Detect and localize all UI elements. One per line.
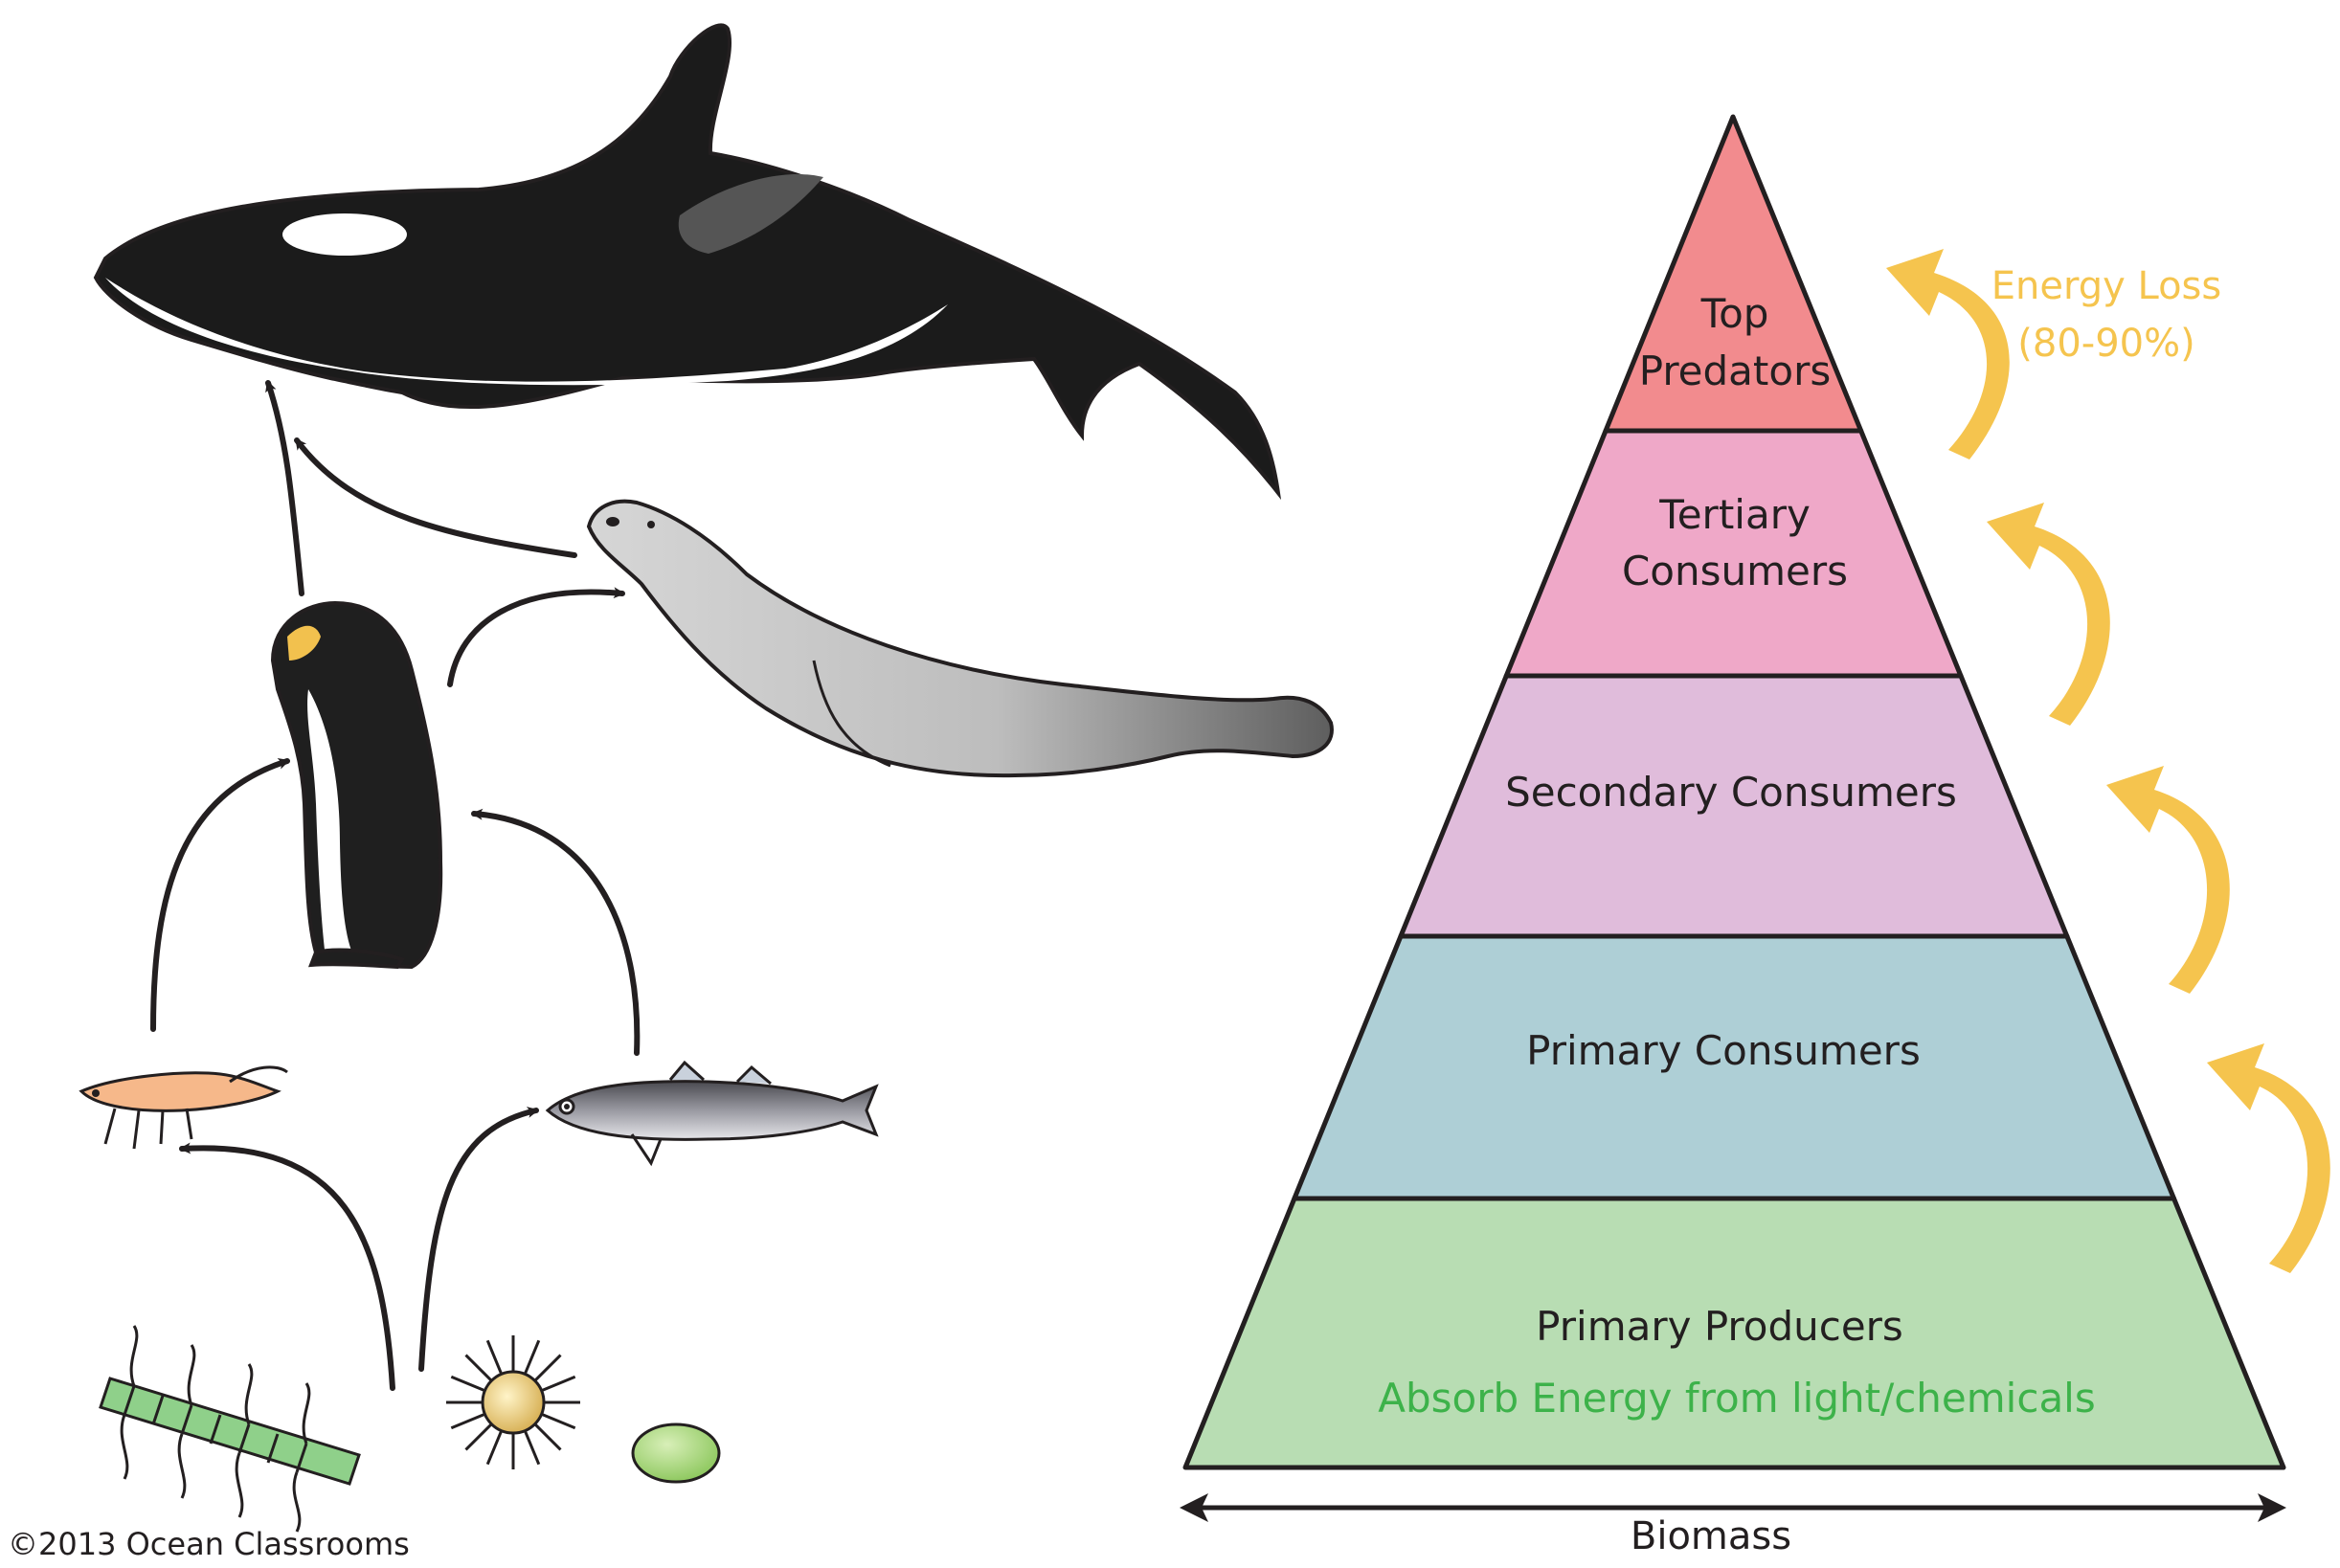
energy-loss-arrows [1886,249,2330,1273]
penguin-icon [270,600,443,970]
pyramid-level-primary-producers [1182,1196,2286,1470]
energy-loss-percent: (80-90%) [2017,322,2194,366]
pyramid-label-tertiary-consumers-line-2: Consumers [1622,548,1848,594]
algae-cell-icon [631,1422,721,1484]
copyright-text: ©2013 Ocean Classrooms [8,1526,410,1562]
diatom-chain-icon [99,1325,361,1533]
energy-loss-arrow-4 [2207,1043,2330,1273]
pyramid-label-top-predators-line-1: Top [1700,290,1769,337]
pyramid-label-primary-consumers: Primary Consumers [1526,1027,1921,1074]
arrow-penguin-to-orca [265,380,304,596]
arrow-krill-to-penguin [150,758,290,1032]
seal-icon [586,499,1334,778]
orca-icon [93,23,1282,501]
energy-loss-arrow-3 [2106,766,2230,994]
arrow-penguin-to-seal [447,587,625,687]
biomass-label: Biomass [1631,1514,1791,1558]
radiolarian-icon [446,1335,580,1469]
pyramid-label-primary-producers: Primary Producers [1536,1303,1903,1350]
biomass-axis [1180,1493,2286,1522]
food-web-arrows [150,380,641,1391]
fish-icon [545,1060,879,1167]
arrow-fish-to-penguin [471,808,641,1056]
krill-icon [79,1065,288,1150]
energy-loss-arrow-1 [1886,249,2010,459]
energy-loss-label: Energy Loss [1991,264,2222,308]
energy-loss-arrow-2 [1987,503,2110,726]
pyramid-label-secondary-consumers: Secondary Consumers [1505,769,1957,816]
pyramid-sublabel-producers: Absorb Energy from light/chemicals [1378,1375,2095,1422]
arrow-seal-to-orca [294,437,577,558]
pyramid-label-top-predators-line-2: Predators [1639,347,1831,394]
arrow-diatom-to-krill [179,1142,395,1391]
arrow-radiolarian-to-fish [418,1107,539,1372]
pyramid-label-tertiary-consumers-line-1: Tertiary [1658,491,1811,538]
